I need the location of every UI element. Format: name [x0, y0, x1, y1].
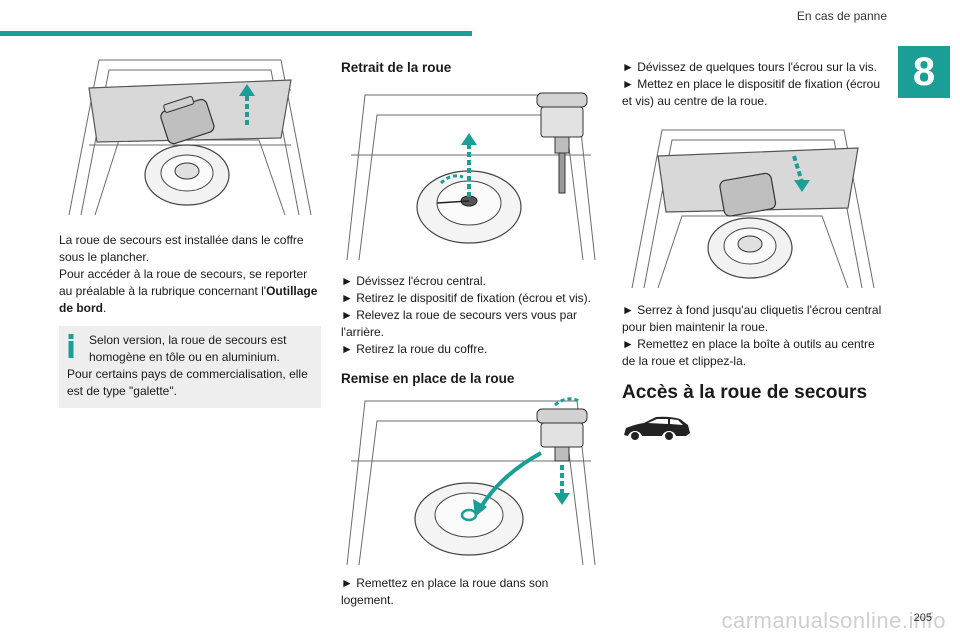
note-line-1: Selon version, la roue de secours est ho… [89, 333, 287, 364]
securing-step-1: ► Serrez à fond jusqu'au cliquetis l'écr… [622, 303, 882, 334]
column-1: La roue de secours est installée dans le… [59, 50, 321, 408]
arrow-down-icon [554, 465, 570, 505]
heading-wheel-removal: Retrait de la roue [341, 60, 452, 75]
figure-wheel-refit [346, 397, 596, 566]
header-accent-bar [0, 31, 472, 36]
removal-step-2: ► Retirez le dispositif de fixation (écr… [341, 291, 591, 305]
page-number: 205 [913, 612, 932, 624]
removal-step-1: ► Dévissez l'écrou central. [341, 274, 486, 288]
securing-steps: ► Serrez à fond jusqu'au cliquetis l'écr… [622, 302, 887, 370]
heading-wheel-refit: Remise en place de la roue [341, 371, 515, 386]
refit-step-2: ► Dévissez de quelques tours l'écrou sur… [622, 60, 877, 74]
refit-steps-continued: ► Dévissez de quelques tours l'écrou sur… [622, 59, 887, 110]
car-silhouette-icon [624, 416, 690, 441]
note-line-2: Pour certains pays de commercialisation,… [67, 367, 308, 398]
arrow-up-icon [461, 133, 477, 197]
chapter-badge: 8 [898, 46, 950, 98]
column-3: ► Dévissez de quelques tours l'écrou sur… [622, 50, 887, 446]
refit-step-3: ► Mettez en place le dispositif de fixat… [622, 77, 881, 108]
section-title: En cas de panne [796, 9, 887, 23]
figure-wheel-removal [346, 92, 596, 261]
figure-wheel-secured [631, 129, 875, 289]
securing-step-2: ► Remettez en place la boîte à outils au… [622, 337, 875, 368]
removal-steps: ► Dévissez l'écrou central. ► Retirez le… [341, 273, 603, 358]
intro-paragraph-2: Pour accéder à la roue de secours, se re… [59, 267, 318, 315]
info-icon [68, 334, 74, 358]
arrow-up-icon [239, 84, 255, 125]
refit-step-1: ► Remettez en place la roue dans son log… [341, 576, 549, 607]
arrow-down-icon [792, 155, 810, 192]
heading-spare-wheel-access: Accès à la roue de secours [622, 382, 868, 403]
figure-trunk-spare-wheel [68, 59, 312, 216]
info-note: Selon version, la roue de secours est ho… [59, 326, 321, 408]
intro-paragraph-1: La roue de secours est installée dans le… [59, 233, 304, 264]
watermark: carmanualsonline.info [721, 608, 946, 633]
tool-kit-reference: Outillage de bord [59, 284, 318, 315]
removal-step-3: ► Relevez la roue de secours vers vous p… [341, 308, 577, 339]
column-2: Retrait de la roue ► Dévissez l'écrou ce… [341, 50, 603, 609]
removal-step-4: ► Retirez la roue du coffre. [341, 342, 488, 356]
